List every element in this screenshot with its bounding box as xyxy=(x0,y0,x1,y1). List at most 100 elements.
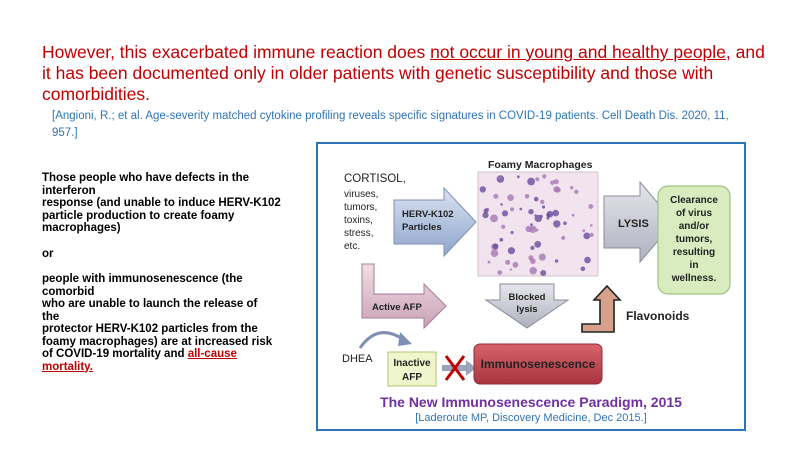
cross-icon xyxy=(444,355,466,381)
cell-nucleus xyxy=(524,194,530,199)
cell-nucleus xyxy=(542,174,547,179)
macrophage-cells xyxy=(479,174,594,276)
active-afp-label: Active AFP xyxy=(372,302,422,313)
stressor-label: etc. xyxy=(344,241,360,252)
cell-nucleus xyxy=(529,225,537,233)
cell-nucleus xyxy=(498,176,501,180)
cell-nucleus xyxy=(530,258,536,264)
cell-nucleus xyxy=(487,260,491,264)
clearance-label: of virus xyxy=(676,208,713,219)
lysis-label: LYSIS xyxy=(618,218,649,230)
left-line: Those people who have defects in the xyxy=(42,172,250,184)
cell-nucleus xyxy=(519,207,523,211)
cell-nucleus xyxy=(505,259,511,265)
clearance-label: wellness. xyxy=(671,273,717,284)
cell-nucleus xyxy=(574,189,579,194)
cell-nucleus xyxy=(546,216,550,220)
cell-nucleus xyxy=(490,249,499,257)
figure-reference: [Laderoute MP, Discovery Medicine, Dec 2… xyxy=(415,412,647,424)
left-line: who are unable to launch the release of xyxy=(42,298,258,310)
cell-nucleus xyxy=(490,214,498,223)
cell-nucleus xyxy=(553,186,560,193)
left-line: protector HERV-K102 particles from the xyxy=(42,323,258,335)
foamy-label: Foamy Macrophages xyxy=(488,159,593,171)
cell-nucleus xyxy=(528,209,534,215)
stressor-label: viruses, xyxy=(344,189,378,200)
cell-nucleus xyxy=(529,267,537,275)
cell-nucleus xyxy=(570,186,574,190)
stressor-label: toxins, xyxy=(344,215,373,226)
cell-nucleus xyxy=(500,203,503,206)
headline-underlined: not occur in young and healthy people xyxy=(430,42,726,62)
cell-nucleus xyxy=(541,205,546,209)
cell-nucleus xyxy=(582,229,586,233)
cell-nucleus xyxy=(535,177,540,182)
left-line: response (and unable to induce HERV-K102 xyxy=(42,197,281,209)
cell-nucleus xyxy=(588,204,594,209)
blocked-arrowhead xyxy=(466,360,476,376)
clearance-label: Clearance xyxy=(670,195,718,206)
cell-nucleus xyxy=(590,224,593,227)
cell-nucleus xyxy=(553,220,561,228)
paradigm-figure: CORTISOL, viruses, tumors, toxins, stres… xyxy=(316,142,746,431)
paradigm-diagram: CORTISOL, viruses, tumors, toxins, stres… xyxy=(342,159,731,387)
immunosenescence-label: Immunosenescence xyxy=(481,357,596,371)
cell-nucleus xyxy=(507,194,514,201)
blocked-label: lysis xyxy=(516,304,537,315)
cell-nucleus xyxy=(571,213,575,217)
cell-nucleus xyxy=(510,230,514,235)
clearance-label: and/or xyxy=(679,221,710,232)
cell-nucleus xyxy=(479,186,486,193)
cell-nucleus xyxy=(501,224,506,229)
cell-nucleus xyxy=(540,199,545,205)
cell-nucleus xyxy=(538,253,546,261)
left-text-block: Those people who have defects in the int… xyxy=(42,172,314,373)
cell-nucleus xyxy=(589,232,594,237)
clearance-box xyxy=(657,185,731,295)
cell-nucleus xyxy=(530,245,535,250)
headline: However, this exacerbated immune reactio… xyxy=(42,42,772,105)
cell-nucleus xyxy=(483,208,489,214)
cell-nucleus xyxy=(553,179,559,185)
cortisol-label: CORTISOL, xyxy=(344,173,406,185)
cell-nucleus xyxy=(512,261,519,268)
left-line-12-text: of COVID-19 mortality and xyxy=(42,348,188,360)
cell-nucleus xyxy=(527,177,535,186)
cell-nucleus xyxy=(530,223,533,226)
left-line: macrophages) xyxy=(42,222,121,234)
herv-arrow xyxy=(393,186,477,258)
cell-nucleus xyxy=(482,212,489,219)
clearance-label: in xyxy=(690,260,699,271)
dhea-arrowhead xyxy=(398,332,412,346)
left-line-13: mortality. xyxy=(42,361,314,374)
inactive-afp-box xyxy=(387,351,437,387)
flavonoids-label: Flavonoids xyxy=(626,309,690,323)
left-line: foamy macrophages) are at increased risk xyxy=(42,335,273,348)
dhea-label: DHEA xyxy=(342,353,373,365)
cell-nucleus xyxy=(583,232,591,240)
cell-nucleus xyxy=(492,243,499,250)
cell-nucleus xyxy=(501,210,509,217)
left-or: or xyxy=(42,247,54,260)
active-afp-arrow xyxy=(361,263,447,330)
stressor-label: stress, xyxy=(344,228,373,239)
cell-nucleus xyxy=(516,175,520,179)
flavonoids-arrow xyxy=(581,284,622,333)
cell-nucleus xyxy=(534,240,542,248)
mortality-link: mortality. xyxy=(42,360,93,373)
blocked-lysis-arrow xyxy=(484,283,570,329)
headline-part1: However, this exacerbated immune reactio… xyxy=(42,42,431,62)
cell-nucleus xyxy=(546,210,554,218)
dhea-curve-arrow xyxy=(358,331,405,349)
cell-nucleus xyxy=(507,247,515,255)
left-line-12: of COVID-19 mortality and all-cause xyxy=(42,348,314,361)
cell-nucleus xyxy=(509,268,513,271)
inactive-afp-label: Inactive xyxy=(393,358,431,369)
clearance-label: tumors, xyxy=(676,234,713,245)
cell-nucleus xyxy=(554,259,559,263)
foamy-macrophage-image xyxy=(477,171,599,277)
cell-nucleus xyxy=(552,209,559,217)
stressor-label: tumors, xyxy=(344,202,377,213)
headline-part2: , and it has been documented only in old… xyxy=(42,42,765,104)
cell-nucleus xyxy=(496,175,505,183)
